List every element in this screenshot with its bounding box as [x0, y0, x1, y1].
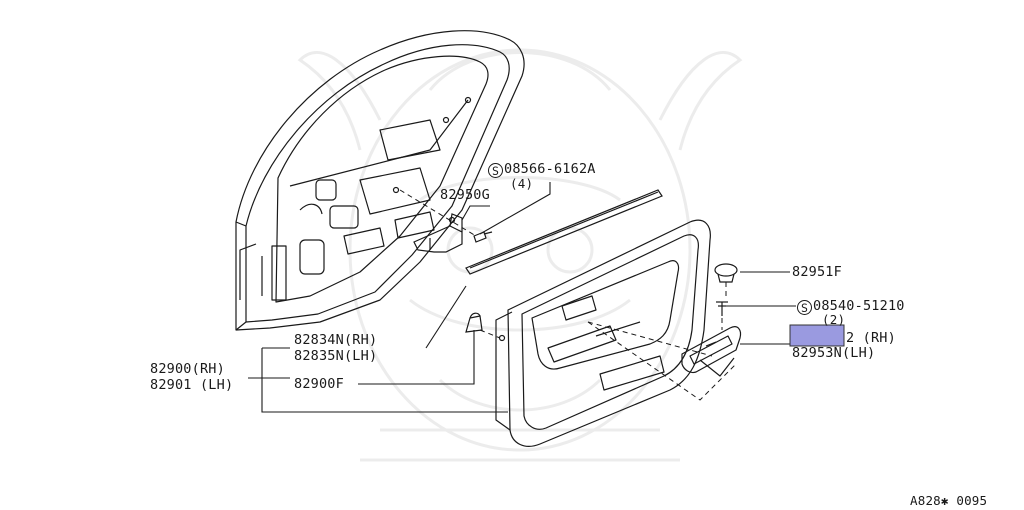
door-trim-panel — [495, 219, 711, 447]
bracket-part — [413, 213, 463, 253]
label-trim-lh: 82901 (LH) — [150, 377, 234, 393]
screw-part-mid — [716, 301, 728, 316]
reference-code: A828✱ 0095 — [910, 493, 988, 508]
part-number: 08566-6162A — [504, 161, 596, 177]
clip-part — [714, 263, 738, 283]
label-trim-rh: 82900(RH) — [150, 361, 225, 377]
label-seal-rh: 82834N(RH) — [294, 332, 378, 348]
part-number: 08540-51210 — [813, 298, 905, 314]
label-clip: 82951F — [792, 264, 842, 280]
watermark-emblem — [297, 48, 743, 462]
label-switch-lh: 82953N(LH) — [792, 345, 876, 361]
weatherstrip-part — [465, 189, 663, 275]
dashed-assembly-lines — [399, 189, 737, 401]
door-frame — [235, 30, 525, 331]
part-highlight — [789, 324, 845, 347]
label-screw-top-qty: (4) — [510, 176, 534, 191]
label-switch-rh: 2 (RH) — [846, 330, 896, 346]
s-circle-icon: S — [488, 163, 503, 178]
label-seal-lh: 82835N(LH) — [294, 348, 378, 364]
s-circle-icon: S — [797, 300, 812, 315]
leader-lines — [248, 182, 796, 413]
label-fastener: 82900F — [294, 376, 344, 392]
switch-bezel-part — [681, 326, 742, 377]
fastener-part — [465, 312, 483, 333]
label-screw-mid-qty: (2) — [822, 312, 846, 327]
label-bracket: 82950G — [440, 187, 490, 203]
